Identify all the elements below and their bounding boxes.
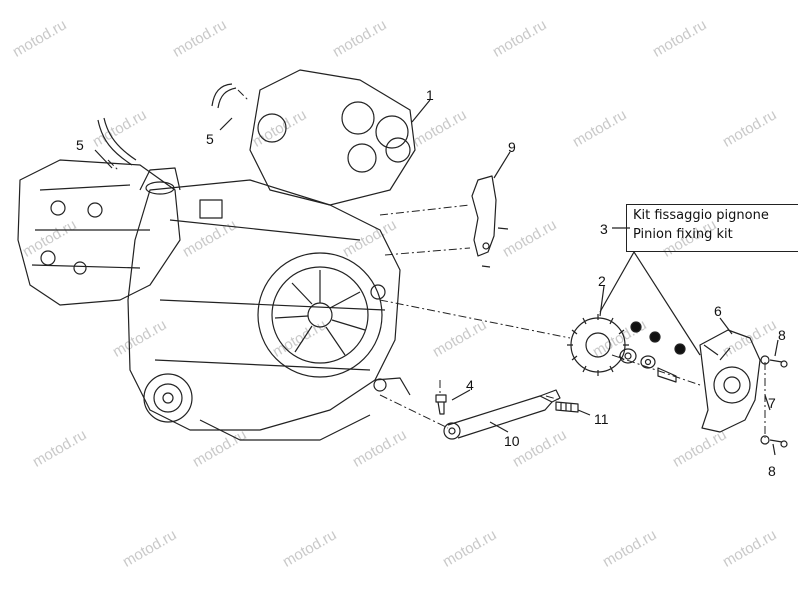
lever-bolt bbox=[435, 394, 447, 415]
callout-7: 7 bbox=[768, 395, 776, 411]
kit-box-frame bbox=[626, 204, 798, 252]
hose-left bbox=[97, 119, 133, 166]
hose-left-2 bbox=[103, 117, 137, 161]
callout-1: 1 bbox=[426, 87, 434, 103]
engine-assembly bbox=[17, 69, 416, 441]
fixing-kit-parts bbox=[619, 321, 686, 383]
gear-shift-lever bbox=[443, 389, 561, 440]
bracket-plate bbox=[471, 175, 497, 257]
hose-upper-2 bbox=[217, 87, 237, 109]
callout-8-upper: 8 bbox=[778, 327, 786, 343]
kit-label-italian: Kit fissaggio pignone bbox=[633, 208, 769, 223]
callout-9: 9 bbox=[508, 139, 516, 155]
callout-2: 2 bbox=[598, 273, 606, 289]
shift-rubber bbox=[555, 401, 579, 413]
callout-5-left: 5 bbox=[76, 137, 84, 153]
hose-upper bbox=[211, 83, 233, 107]
callout-10: 10 bbox=[504, 433, 520, 449]
kit-label-english: Pinion fixing kit bbox=[633, 227, 733, 242]
callout-11: 11 bbox=[594, 411, 609, 427]
callout-3: 3 bbox=[600, 221, 608, 237]
callout-8-lower: 8 bbox=[768, 463, 776, 479]
sprocket-cover bbox=[699, 329, 761, 433]
callout-6: 6 bbox=[714, 303, 722, 319]
callout-4: 4 bbox=[466, 377, 474, 393]
kit-label-box: Kit fissaggio pignone Pinion fixing kit bbox=[630, 206, 796, 250]
callout-5-upper: 5 bbox=[206, 131, 214, 147]
pinion-sprocket bbox=[567, 314, 629, 376]
